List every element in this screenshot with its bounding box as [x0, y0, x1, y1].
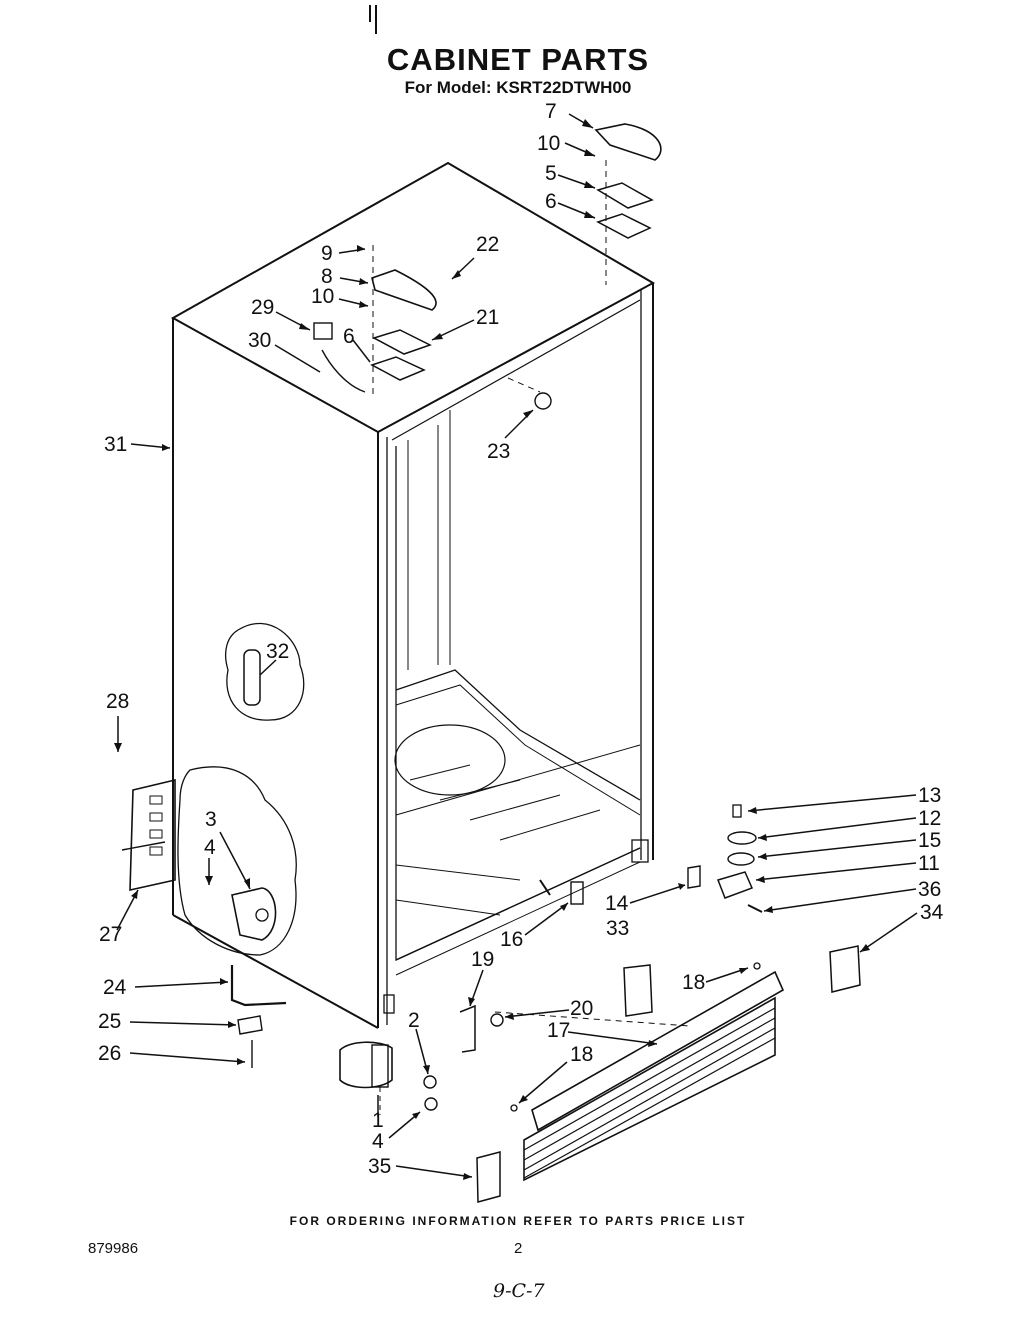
callout-32: 32 — [266, 640, 289, 663]
callout-31: 31 — [104, 433, 127, 456]
callout-5: 5 — [545, 162, 557, 185]
callout-2: 2 — [408, 1009, 420, 1032]
callout-17: 17 — [547, 1019, 570, 1042]
callout-16: 16 — [500, 928, 523, 951]
callout-13: 13 — [918, 784, 941, 807]
ordering-note: FOR ORDERING INFORMATION REFER TO PARTS … — [289, 1214, 747, 1228]
cabinet-shell — [170, 161, 656, 1029]
callout-19: 19 — [471, 948, 494, 971]
callout-29: 29 — [251, 296, 274, 319]
callout-34: 34 — [920, 901, 944, 924]
callout-21: 21 — [476, 306, 499, 329]
page-title: CABINET PARTS — [386, 42, 650, 77]
handwritten-note: 9-C-7 — [493, 1280, 545, 1302]
callout-8: 8 — [321, 265, 333, 288]
callout-35: 35 — [368, 1155, 391, 1178]
callout-36: 36 — [918, 878, 941, 901]
callout-22: 22 — [476, 233, 499, 256]
callout-33: 33 — [606, 917, 629, 940]
callout-14: 14 — [605, 892, 629, 915]
callout-20: 20 — [570, 997, 593, 1020]
callout-6: 6 — [545, 190, 557, 213]
callout-10: 10 — [537, 132, 560, 155]
callout-10: 10 — [311, 285, 334, 308]
document-number: 879986 — [88, 1240, 139, 1257]
callout-12: 12 — [918, 807, 941, 830]
callout-18: 18 — [682, 971, 705, 994]
page-number: 2 — [514, 1240, 523, 1257]
callout-1: 1 — [372, 1109, 384, 1132]
callout-6: 6 — [343, 325, 355, 348]
callout-4: 4 — [204, 836, 216, 859]
cutout-upper — [224, 623, 305, 721]
callout-24: 24 — [103, 976, 127, 999]
model-subtitle: For Model: KSRT22DTWH00 — [404, 78, 632, 97]
callout-26: 26 — [98, 1042, 121, 1065]
callout-3: 3 — [205, 808, 217, 831]
callout-9: 9 — [321, 242, 333, 265]
callout-25: 25 — [98, 1010, 121, 1033]
callout-23: 23 — [487, 440, 510, 463]
callout-18: 18 — [570, 1043, 593, 1066]
callout-28: 28 — [106, 690, 129, 713]
callout-11: 11 — [918, 852, 940, 875]
callout-15: 15 — [918, 829, 941, 852]
callout-4: 4 — [372, 1130, 384, 1153]
cutout-lower — [177, 766, 297, 956]
callout-27: 27 — [99, 923, 122, 946]
kick-plate-grille — [494, 970, 785, 1182]
callout-30: 30 — [248, 329, 271, 352]
callout-7: 7 — [545, 100, 557, 123]
